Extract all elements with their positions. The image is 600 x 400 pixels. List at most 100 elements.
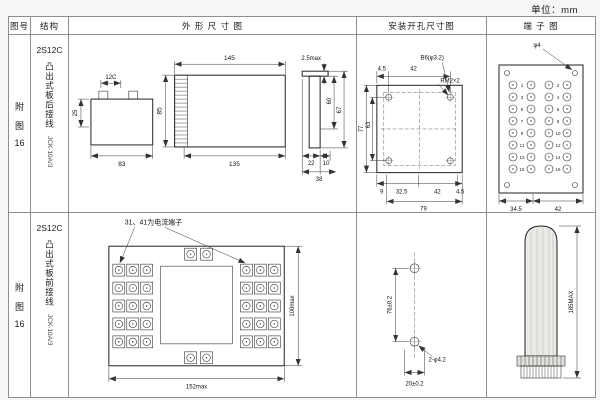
relay-type-label: JCK-10A/3 <box>46 313 53 345</box>
terminal-cell-r2: 185MAX <box>487 213 595 397</box>
fig-char: 16 <box>14 319 25 329</box>
fig-no-cell-r1: 附 图 16 <box>9 35 31 213</box>
top-view-dims: 12C 25 83 <box>73 75 153 167</box>
outline-drawing-rear: 12C 25 83 85 145 135 <box>73 55 349 182</box>
front-view-dims: 85 145 135 <box>157 55 286 167</box>
svg-text:8: 8 <box>557 119 560 124</box>
panel-cutout <box>376 84 463 173</box>
svg-text:10: 10 <box>555 131 561 136</box>
dim-25max-label: 2.5max <box>301 56 321 62</box>
svg-text:5: 5 <box>521 107 524 112</box>
dim-10-label: 10 <box>323 160 330 166</box>
side-view-dims: 2.5max 60 67 22 10 38 <box>301 56 349 182</box>
svg-text:16: 16 <box>555 167 561 172</box>
front-terminal-board <box>108 245 285 367</box>
drill-holes <box>407 252 422 360</box>
dim-12c-label: 12C <box>105 75 117 81</box>
col-header-fig-no: 图号 <box>9 17 31 35</box>
install-dims: 4.5 42 B6(φ3.2) RM2×2 77 63 9 32.5 42 4.… <box>359 55 465 212</box>
structure-cell-r2: 2S12C 凸出式板前接线 JCK-10A/3 <box>31 213 69 397</box>
dim-77-label: 77 <box>359 125 365 132</box>
dim-42-bottom-label: 42 <box>434 189 441 195</box>
outline-cell-r2: 31、41为电流端子 100max 152max <box>69 213 357 397</box>
fig-char: 16 <box>14 137 25 148</box>
terminal-board <box>498 64 584 193</box>
col-header-install: 安装开孔尺寸图 <box>357 17 487 35</box>
col-header-structure: 结构 <box>31 17 69 35</box>
dim-100max-label: 100max <box>290 295 296 316</box>
dim-63-label: 63 <box>366 120 372 127</box>
svg-text:14: 14 <box>555 155 561 160</box>
fig-char: 图 <box>14 120 24 131</box>
dim-60-label: 60 <box>327 97 333 104</box>
dim-135-label: 135 <box>229 160 240 167</box>
fig-char: 附 <box>14 283 24 293</box>
dim-20-label: 20±0.2 <box>405 381 423 387</box>
terminal-dims: φ4 34.5 42 <box>498 43 584 213</box>
side-view <box>301 70 329 148</box>
svg-text:2: 2 <box>557 83 560 88</box>
fig-char: 图 <box>14 302 24 312</box>
dim-9-label: 9 <box>380 189 384 195</box>
dim-4p5-bottom-label: 4.5 <box>456 189 465 195</box>
front-board-dims: 31、41为电流端子 100max 152max <box>108 217 303 391</box>
fig-char: 附 <box>14 101 24 112</box>
mount-type-label: 凸出式板前接线 <box>44 240 55 307</box>
unit-label: 单位：mm <box>531 5 578 16</box>
mount-type-label: 凸出式板后接线 <box>44 62 55 129</box>
spec-table: 图号 结构 外 形 尺 寸 图 安装开孔尺寸图 端 子 图 附 图 16 2S1… <box>8 16 596 398</box>
dim-42-top-label: 42 <box>410 66 417 72</box>
dim-34p5-label: 34.5 <box>510 207 522 213</box>
nut-spec-label: RM2×2 <box>440 78 459 84</box>
screw-spec-label: B6(φ3.2) <box>421 55 444 61</box>
terminal-drawing-front: 185MAX <box>516 225 581 379</box>
svg-text:3: 3 <box>521 95 524 100</box>
height-dim: 185MAX <box>559 225 581 379</box>
outline-cell-r1: 12C 25 83 85 145 135 <box>69 35 357 213</box>
install-cell-r2: 76±0.2 2-φ4.2 20±0.2 <box>357 213 487 397</box>
dim-185max-label: 185MAX <box>569 290 575 313</box>
dim-83-label: 83 <box>118 160 126 167</box>
dim-152max-label: 152max <box>186 385 207 391</box>
dim-79-label: 79 <box>420 206 427 212</box>
svg-text:1: 1 <box>521 83 524 88</box>
svg-text:15: 15 <box>519 167 525 172</box>
svg-text:7: 7 <box>521 119 524 124</box>
dim-85-label: 85 <box>157 107 164 115</box>
top-view <box>90 90 154 145</box>
install-cell-r1: 4.5 42 B6(φ3.2) RM2×2 77 63 9 32.5 42 4.… <box>357 35 487 213</box>
relay-side-view <box>516 225 566 379</box>
svg-text:13: 13 <box>519 155 525 160</box>
install-drawing-rear: 4.5 42 B6(φ3.2) RM2×2 77 63 9 32.5 42 4.… <box>359 55 465 212</box>
dim-67-label: 67 <box>337 106 343 113</box>
current-terminal-note: 31、41为电流端子 <box>125 217 182 226</box>
svg-text:6: 6 <box>557 107 560 112</box>
dim-32p5-label: 32.5 <box>396 189 408 195</box>
dim-76-label: 76±0.2 <box>388 296 394 314</box>
hole-spec-label: 2-φ4.2 <box>428 358 445 364</box>
drill-dims: 76±0.2 2-φ4.2 20±0.2 <box>388 268 446 387</box>
dim-42-label: 42 <box>555 207 562 213</box>
dim-25-label: 25 <box>73 109 79 116</box>
model-label: 2S12C <box>36 45 63 55</box>
svg-text:12: 12 <box>555 143 561 148</box>
col-header-terminal: 端 子 图 <box>487 17 595 35</box>
install-drawing-front: 76±0.2 2-φ4.2 20±0.2 <box>388 252 446 387</box>
relay-type-label: JCK-10A/3 <box>46 135 53 167</box>
dim-145-label: 145 <box>224 55 235 62</box>
outline-drawing-front: 31、41为电流端子 100max 152max <box>108 217 303 391</box>
fig-no-cell-r2: 附 图 16 <box>9 213 31 397</box>
svg-text:9: 9 <box>521 131 524 136</box>
svg-text:11: 11 <box>520 143 525 148</box>
structure-cell-r1: 2S12C 凸出式板后接线 JCK-10A/3 <box>31 35 69 213</box>
dim-phi4-label: φ4 <box>533 43 541 49</box>
dim-22-label: 22 <box>308 160 315 166</box>
front-view <box>174 74 286 147</box>
col-header-outline: 外 形 尺 寸 图 <box>69 17 357 35</box>
svg-text:4: 4 <box>557 95 560 100</box>
dim-38-label: 38 <box>316 176 323 182</box>
dim-4p5-top-label: 4.5 <box>378 66 387 72</box>
